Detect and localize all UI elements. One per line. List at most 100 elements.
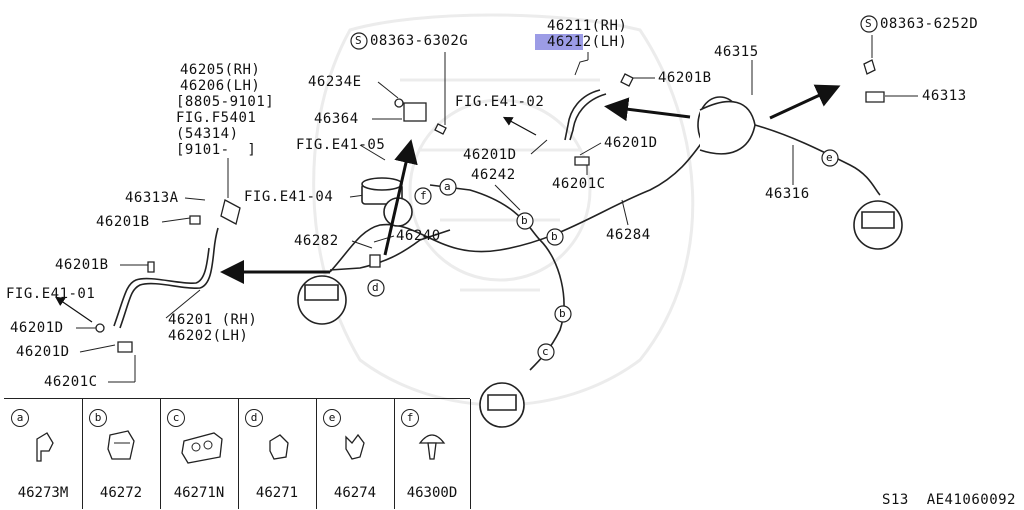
label-46282: 46282 [294,233,339,249]
clip-46201b-low [147,261,155,273]
label-fig-e41-01: FIG.E41-01 [6,286,96,302]
label-54314: (54314) [176,126,239,142]
clip-marker-c [537,343,555,361]
label-46313a: 46313A [125,190,179,206]
label-46201c-mid: 46201C [552,176,606,192]
clip-a-icon [36,432,54,462]
label-fig-e41-02: FIG.E41-02 [455,94,545,110]
brake-rotors [297,96,903,428]
small-fittings [95,59,885,353]
label-46201c-l: 46201C [44,374,98,390]
bolt-08363-6302g [434,123,447,135]
label-range-8805-9101: [8805-9101] [176,94,275,110]
clip-46201b-top [620,73,634,87]
leader-lines [76,35,918,383]
front-right-rotor [697,96,756,155]
bolt-08363-6252d [863,59,876,75]
clip-letter-c: c [542,345,550,358]
clip-46201b-left [189,215,201,225]
legend-cell-e: e 46274 [316,399,395,509]
clip-f-icon [418,434,446,460]
legend-part-f[interactable]: 46300D [406,485,458,501]
legend-key-a: a [11,409,29,427]
label-46212-suffix: 2(LH) [582,34,628,50]
legend-cell-d: d 46271 [238,399,317,509]
clip-letter-d: d [372,281,380,294]
clip-letter-b2: b [551,230,559,243]
label-46201d-l1: 46201D [10,320,64,336]
legend-key-d: d [245,409,263,427]
label-46206-lh: 46206(LH) [180,78,261,94]
bolt-46201d-l2 [117,341,133,353]
s-symbol-08363-6252d [860,15,878,33]
label-46316: 46316 [765,186,810,202]
legend-part-e[interactable]: 46274 [333,485,377,501]
s-symbols [350,15,878,50]
label-range-9101: [9101- ] [176,142,257,158]
label-46201b-top: 46201B [658,70,712,86]
legend-cell-a: a 46273M [4,399,83,509]
label-46242: 46242 [471,167,516,183]
legend-cell-c: c 46271N [160,399,239,509]
legend-cell-b: b 46272 [82,399,161,509]
legend-key-b: b [89,409,107,427]
clip-letter-e: e [826,151,834,164]
clip-46240 [369,254,381,268]
s-symbol-08363-6302g [350,32,368,50]
label-46201b-left: 46201B [96,214,150,230]
s-letter-2: S [865,17,873,30]
label-fig-e41-04: FIG.E41-04 [244,189,334,205]
bracket-46364 [403,102,427,122]
label-46315: 46315 [714,44,759,60]
bracket-46313 [865,91,885,103]
label-fig-f5401: FIG.F5401 [176,110,257,126]
clip-markers [367,149,839,361]
clip-46234e [394,98,404,108]
label-46201-rh: 46201 (RH) [168,312,258,328]
brake-pipes [113,89,881,371]
clip-letter-a: a [444,180,452,193]
label-46201b-low: 46201B [55,257,109,273]
clip-b-icon [107,430,135,460]
legend-part-b[interactable]: 46272 [99,485,143,501]
label-46211-rh: 46211(RH) [547,18,628,34]
label-46202-lh: 46202(LH) [168,328,249,344]
label-08363-6252d: 08363-6252D [880,16,979,32]
highlighted-part-number[interactable]: 4621 [535,34,583,50]
master-cylinder [361,177,413,227]
label-46284: 46284 [606,227,651,243]
clip-marker-d [367,279,385,297]
legend-key-c: c [167,409,185,427]
legend-key-f: f [401,409,419,427]
clip-d-icon [269,434,289,460]
clip-legend-table: a 46273M b 46272 c 46271N d 46271 e [4,398,471,509]
clip-letter-b3: b [559,307,567,320]
rear-right-rotor [853,200,903,250]
clip-marker-f [414,187,432,205]
label-08363-6302g: 08363-6302G [370,33,469,49]
label-46234e: 46234E [308,74,362,90]
bracket-46313a [220,199,241,225]
rear-left-rotor [479,382,525,428]
label-46240: 46240 [396,228,441,244]
label-46212-lh: 46212(LH) [535,34,627,50]
label-46313-right: 46313 [922,88,967,104]
clip-marker-b2 [546,228,564,246]
clip-marker-b1 [516,212,534,230]
footer-code: AE41060092 [926,492,1016,508]
clip-e-icon [345,433,365,460]
diagram-footer: S13 AE41060092 [882,492,1016,508]
legend-part-a[interactable]: 46273M [17,485,69,501]
small-arrows [55,116,537,323]
clip-c-icon [181,432,223,464]
front-left-rotor [297,275,347,325]
legend-part-c[interactable]: 46271N [173,485,225,501]
watermark [312,13,695,407]
clip-marker-b3 [554,305,572,323]
legend-key-e: e [323,409,341,427]
clip-marker-e [821,149,839,167]
clip-letter-b1: b [521,214,529,227]
legend-part-d[interactable]: 46271 [255,485,299,501]
pointer-arrows [220,84,841,284]
